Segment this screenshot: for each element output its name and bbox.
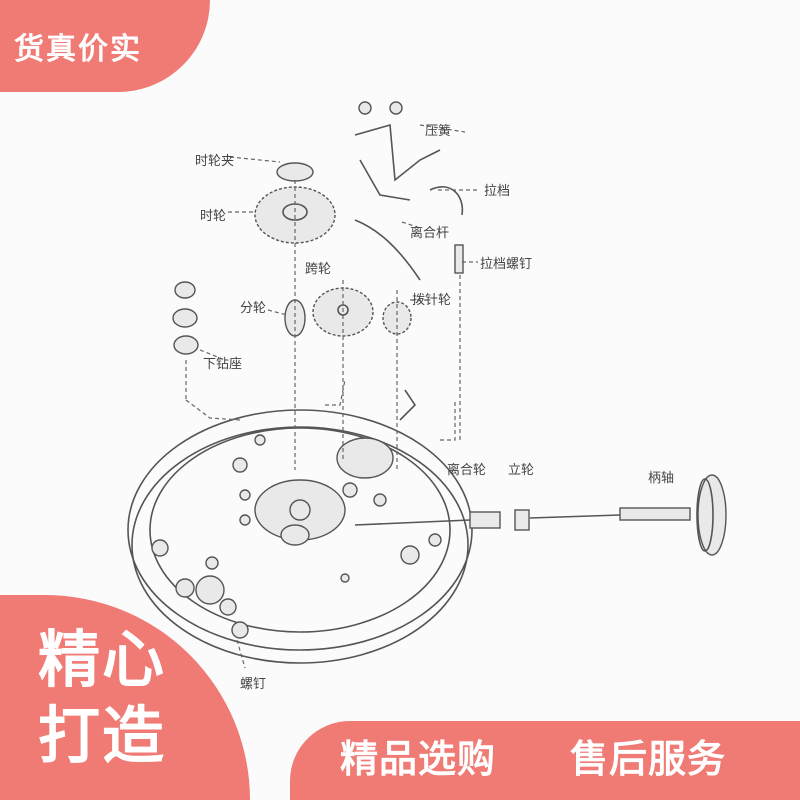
badge-top-text: 货真价实	[14, 32, 142, 67]
guide-lines	[185, 124, 480, 669]
springs-levers	[354, 101, 464, 421]
corner-text-line-1: 精心	[38, 623, 167, 696]
label-winding-stem: 柄轴	[648, 471, 674, 486]
label-hour-wheel-cap: 时轮夹	[195, 154, 234, 169]
label-screw: 螺钉	[240, 677, 266, 692]
setting-parts-left	[172, 281, 199, 355]
label-hour-wheel: 时轮	[200, 209, 226, 224]
label-crown-wheel: 立轮	[508, 463, 534, 478]
label-setting-wheel: 拨针轮	[412, 293, 451, 308]
bottom-banner	[290, 721, 800, 800]
label-yoke: 离合杆	[410, 225, 449, 241]
label-minute-wheel: 分轮	[240, 301, 266, 316]
winding-stem	[354, 474, 727, 556]
bottom-text-left: 精品选购	[340, 737, 497, 781]
label-intermediate-wheel: 跨轮	[305, 262, 331, 277]
label-setting-lever: 拉档	[484, 184, 510, 199]
badge-top-left: 货真价实	[0, 0, 210, 92]
minute-wheels	[284, 287, 412, 337]
label-spring: 压簧	[425, 123, 451, 139]
corner-text-line-2: 打造	[38, 699, 167, 772]
mainplate	[127, 409, 473, 664]
label-clutch-wheel: 离合轮	[447, 462, 486, 478]
bottom-text-right: 售后服务	[570, 737, 727, 781]
label-lower-jewel-seat: 下钻座	[203, 357, 242, 372]
label-lever-screw: 拉档螺钉	[480, 257, 532, 272]
